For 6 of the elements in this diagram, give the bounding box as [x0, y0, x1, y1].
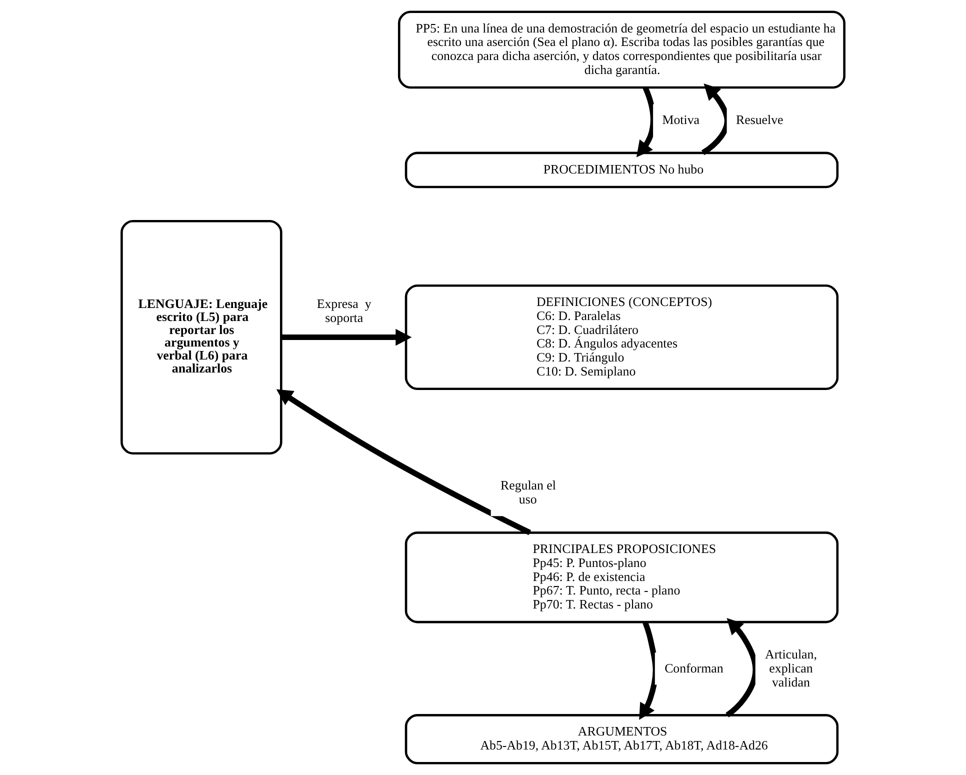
edge-label: Resuelve: [736, 113, 784, 128]
edge-label: Articulan, explican validan: [765, 648, 817, 690]
edge-label: Motiva: [662, 113, 700, 128]
edge-label: Regulan el uso: [500, 478, 556, 506]
edge-label: Expresa y soporta: [316, 296, 372, 325]
edge-label: Conforman: [664, 661, 724, 676]
